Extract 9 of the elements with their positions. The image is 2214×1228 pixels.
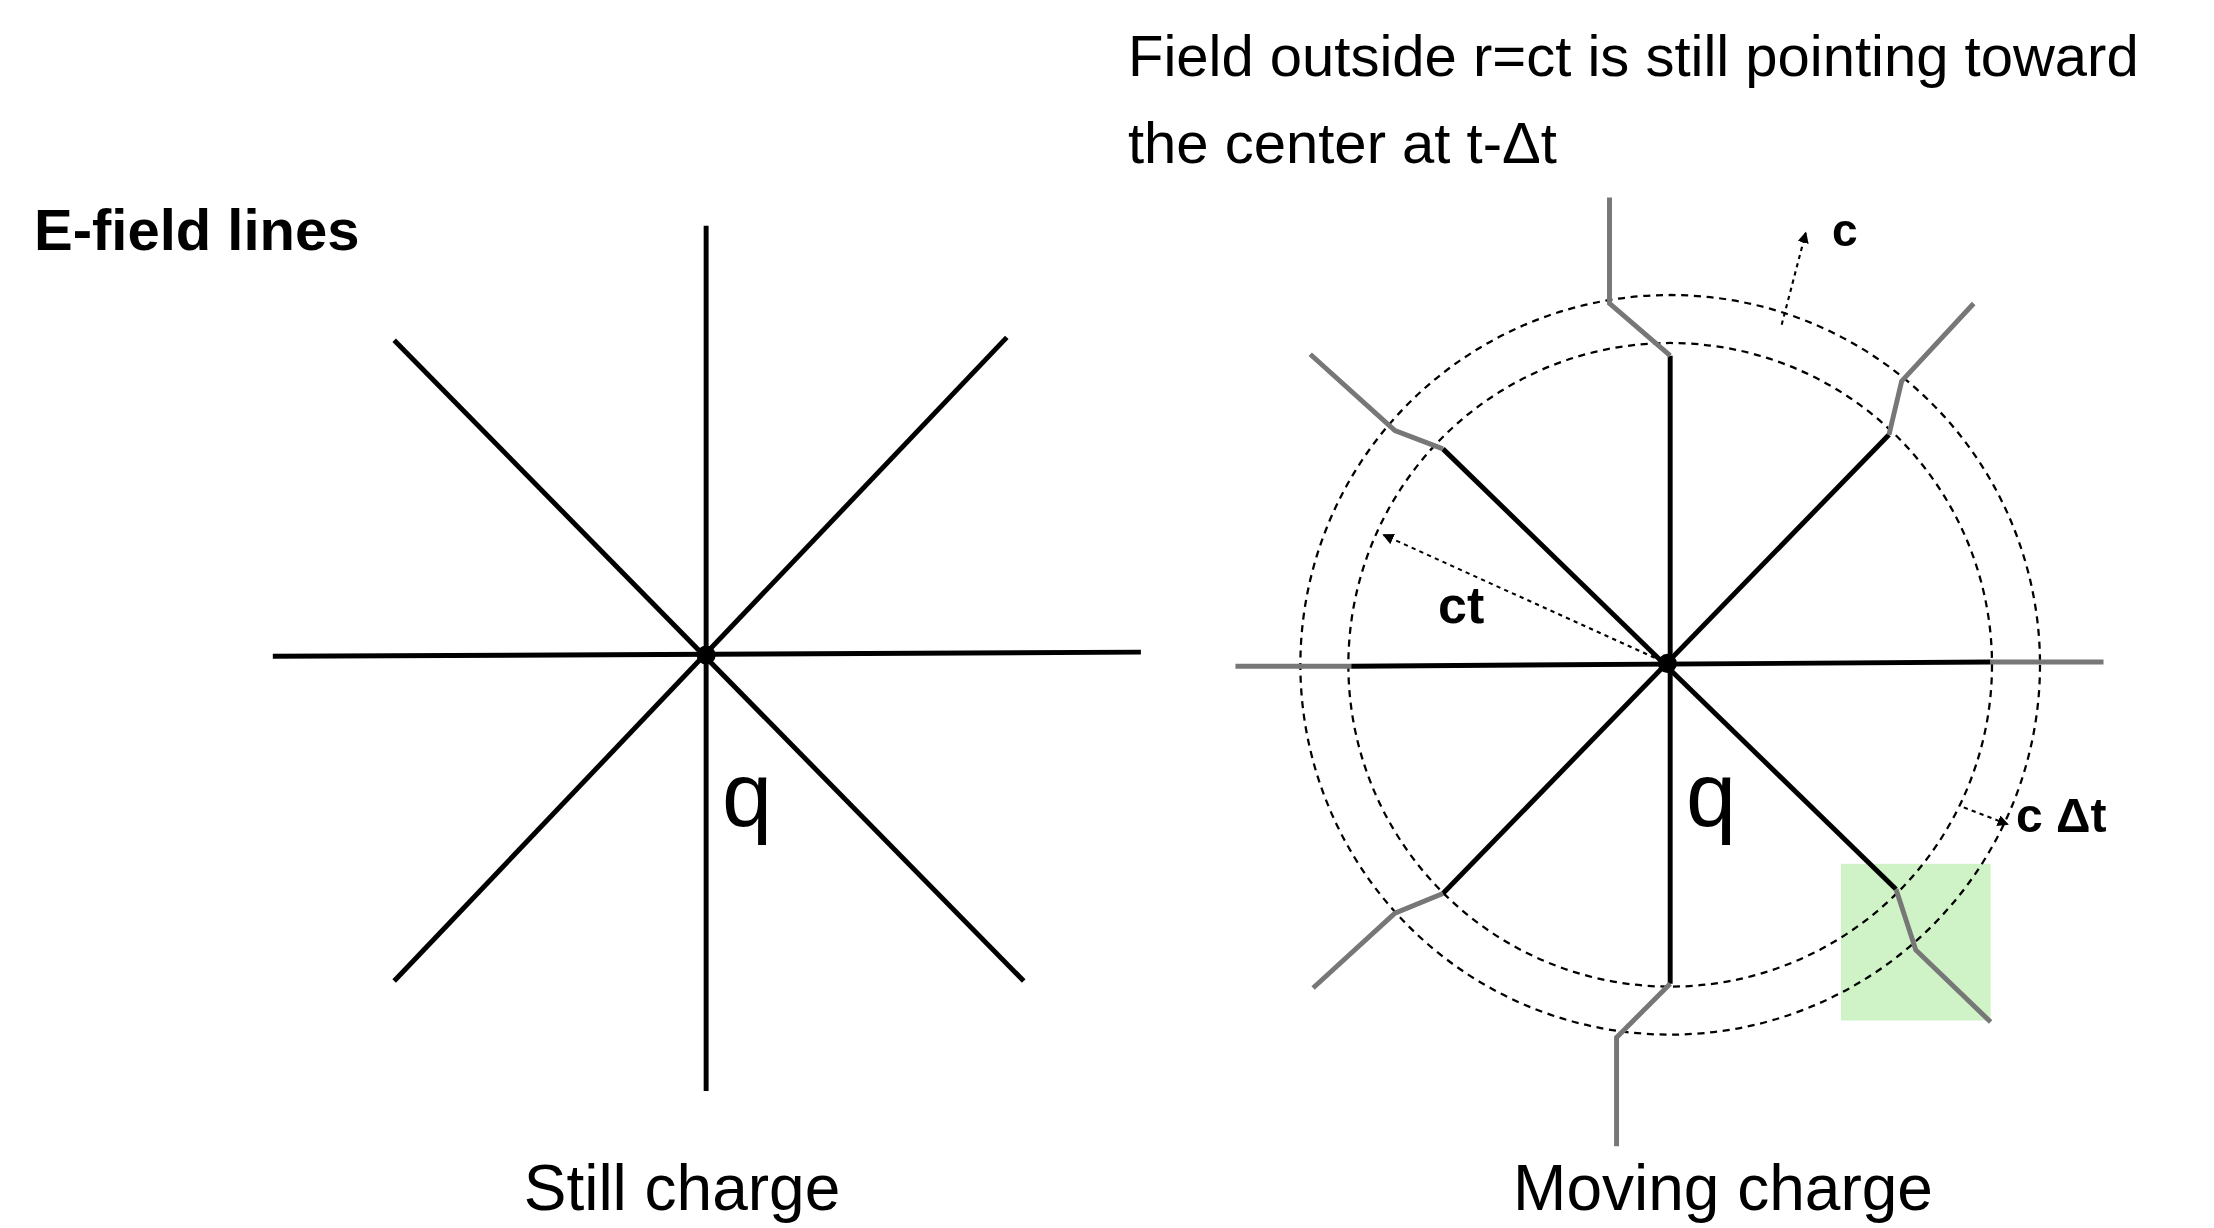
text-label: ct bbox=[1438, 575, 1485, 636]
text-label: Field outside r=ct is still pointing toward the center at t-Δt bbox=[1128, 22, 2140, 177]
text-label: c bbox=[1832, 203, 1858, 258]
text-label: q bbox=[1686, 744, 1737, 847]
text-label: Still charge bbox=[523, 1151, 841, 1226]
text-label: c Δt bbox=[2016, 788, 2107, 844]
text-label: q bbox=[722, 744, 773, 847]
diagram-title: E-field lines bbox=[34, 196, 360, 263]
text-label: Moving charge bbox=[1513, 1151, 1933, 1226]
